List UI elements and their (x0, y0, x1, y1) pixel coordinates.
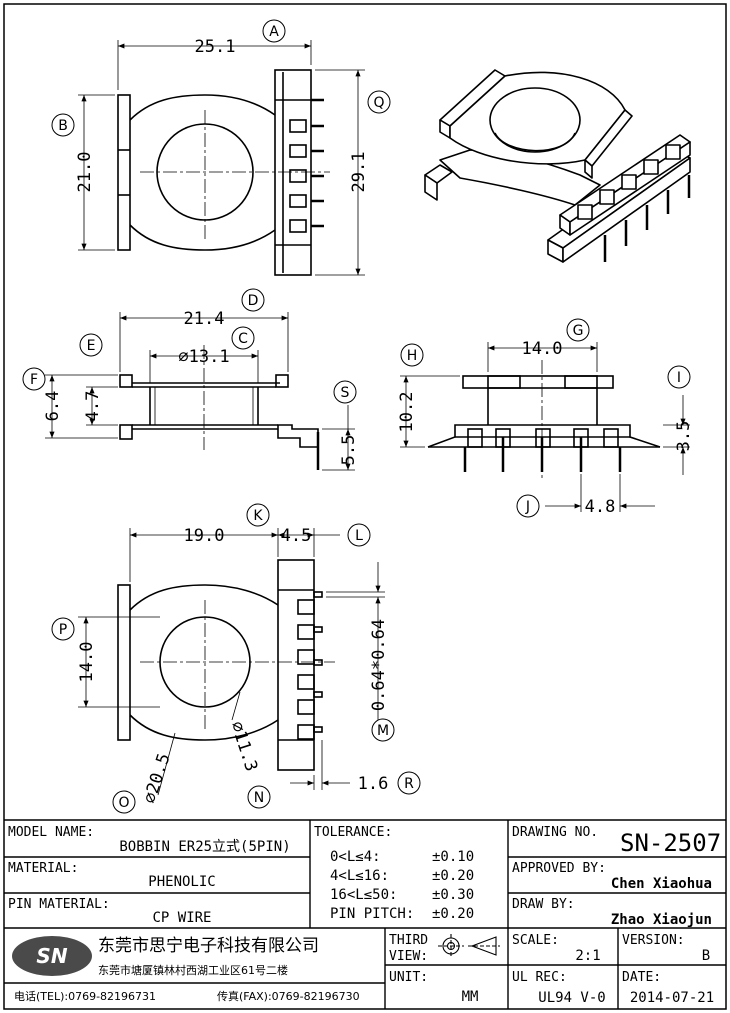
callout-q: Q (373, 95, 384, 111)
bottom-view-dims (78, 528, 385, 796)
tolerance-range-4: PIN PITCH: (330, 906, 414, 922)
company-logo-text: SN (36, 944, 67, 968)
callout-m: M (377, 723, 389, 739)
dimension-l: 4.5 (281, 526, 312, 546)
callout-circles (22, 19, 691, 814)
dimension-s: 5.5 (339, 435, 359, 466)
third-view-label-1: THIRD (389, 933, 428, 948)
callout-h: H (407, 348, 418, 364)
sn-logo (12, 936, 92, 976)
callout-p: P (59, 622, 67, 638)
dimension-h: 10.2 (397, 392, 417, 433)
tolerance-label: TOLERANCE: (314, 825, 392, 840)
callout-s: S (341, 385, 350, 401)
company-tel: 电话(TEL):0769-82196731 (14, 990, 156, 1003)
tolerance-value-2: ±0.20 (432, 868, 474, 884)
callout-f: F (30, 372, 38, 388)
bottom-view (117, 559, 323, 771)
tolerance-range-1: 0<L≤4: (330, 849, 381, 865)
tolerance-range-3: 16<L≤50: (330, 887, 397, 903)
callout-g: G (573, 323, 584, 339)
model-name-value: BOBBIN ER25立式(5PIN) (119, 839, 290, 855)
model-name-label: MODEL NAME: (8, 825, 94, 840)
callout-e: E (87, 338, 96, 354)
unit-label: UNIT: (389, 970, 428, 985)
dimension-p: 14.0 (77, 642, 97, 683)
unit-value: MM (462, 989, 479, 1005)
company-fax: 传真(FAX):0769-82196730 (217, 989, 360, 1003)
dimension-g: 14.0 (522, 339, 563, 359)
dimension-i: 3.5 (674, 421, 694, 452)
callout-i: I (677, 370, 681, 386)
pin-material-label: PIN MATERIAL: (8, 897, 110, 912)
sheet-border (3, 3, 727, 1010)
tolerance-value-4: ±0.20 (432, 906, 474, 922)
material-value: PHENOLIC (148, 874, 215, 890)
callout-n: N (254, 790, 264, 806)
ul-rec-label: UL REC: (512, 970, 567, 985)
side-view (427, 375, 661, 448)
top-view (117, 69, 324, 276)
drawing-no-label: DRAWING NO. (512, 825, 598, 840)
scale-label: SCALE: (512, 933, 559, 948)
dimension-e: 4.7 (83, 391, 103, 422)
dimension-n: ⌀11.3 (226, 719, 261, 774)
ul-rec-value: UL94 V-0 (538, 990, 605, 1006)
dimension-j: 4.8 (585, 497, 616, 517)
dimension-f: 6.4 (43, 391, 63, 422)
draw-by-value: Zhao Xiaojun (611, 912, 712, 928)
tolerance-value-3: ±0.30 (432, 887, 474, 903)
title-block-grid (4, 819, 726, 1009)
callout-b: B (58, 118, 68, 134)
drawing-no-value: SN-2507 (620, 829, 721, 857)
callout-a: A (269, 24, 279, 40)
front-view-dims (45, 312, 355, 471)
callout-k: K (253, 508, 263, 524)
material-label: MATERIAL: (8, 861, 78, 876)
company-name: 东莞市思宁电子科技有限公司 (98, 936, 319, 956)
callout-j: J (525, 499, 530, 515)
approved-by-label: APPROVED BY: (512, 861, 606, 876)
dimension-o: ⌀20.5 (140, 751, 175, 806)
side-view-dims (400, 342, 690, 512)
tolerance-range-2: 4<L≤16: (330, 868, 389, 884)
date-label: DATE: (622, 970, 661, 985)
company-address: 东莞市塘厦镇林村西湖工业区61号二楼 (98, 963, 288, 977)
callout-l: L (355, 528, 363, 544)
dimension-b: 21.0 (75, 152, 95, 193)
approved-by-value: Chen Xiaohua (611, 876, 712, 892)
dimension-r: 1.6 (358, 774, 389, 794)
dimension-k: 19.0 (184, 526, 225, 546)
third-view-label-2: VIEW: (389, 949, 428, 964)
version-value: B (702, 948, 710, 964)
callout-o: O (118, 795, 129, 811)
dimension-m: 0.64*0.64 (369, 619, 389, 711)
draw-by-label: DRAW BY: (512, 897, 575, 912)
callout-c: C (238, 331, 248, 347)
pin-material-value: CP WIRE (152, 910, 211, 926)
isometric-view (424, 69, 691, 263)
third-angle-projection-icon (438, 934, 500, 958)
scale-value: 2:1 (575, 948, 600, 964)
date-value: 2014-07-21 (630, 990, 714, 1006)
version-label: VERSION: (622, 933, 685, 948)
callout-r: R (404, 776, 414, 792)
top-view-dims (78, 40, 365, 276)
dimension-a: 25.1 (195, 37, 236, 57)
tolerance-value-1: ±0.10 (432, 849, 474, 865)
dimension-d: 21.4 (184, 309, 225, 329)
dimension-q: 29.1 (349, 152, 369, 193)
callout-d: D (248, 293, 259, 309)
front-view (119, 374, 320, 470)
dimension-c: ⌀13.1 (178, 347, 229, 367)
